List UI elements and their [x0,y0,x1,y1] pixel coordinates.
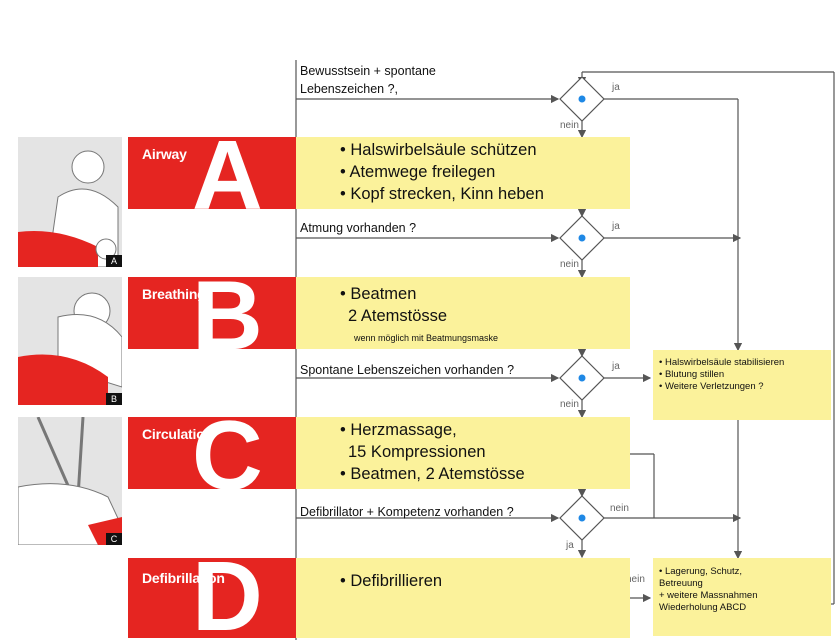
circulation-line: 15 Kompressionen [348,443,486,461]
airway-letter: A [192,137,263,209]
photo-tag: B [106,393,122,405]
defibrillation-letter: D [192,558,263,638]
decision-dot [578,234,586,242]
circulation-box: • Herzmassage, 15 Kompressionen • Beatme… [296,417,630,489]
breathing-letter: B [192,277,263,349]
side-box-line: • Blutung stillen [659,369,725,380]
breathing-line: • Beatmen [340,285,417,303]
defibrillation-band: Defibrillation D [128,558,296,638]
yes-label: ja [612,361,620,372]
breathing-box: • Beatmen 2 Atemstösse wenn möglich mit … [296,277,630,349]
circulation-label: Circulation [142,426,213,442]
airway-line: • Atemwege freilegen [340,163,496,181]
top-question-line1: Bewusstsein + spontane [300,64,436,78]
side-box-line: • Halswirbelsäule stabilisieren [659,357,785,368]
airway-band: Airway A [128,137,296,209]
airway-photo: A [18,137,122,267]
circulation-letter: C [192,417,263,489]
rescuer-illustration-icon [18,292,122,405]
rescuer-illustration-icon [18,417,122,545]
question-defibrillator: Defibrillator + Kompetenz vorhanden ? [300,505,514,519]
defibrillation-box: • Defibrillieren [296,558,630,638]
no-label: nein [626,574,645,585]
circulation-band: Circulation C [128,417,296,489]
airway-line: • Halswirbelsäule schützen [340,141,537,159]
decision-dot [578,374,586,382]
breathing-band: Breathing B [128,277,296,349]
question-spontaneous-signs: Spontane Lebenszeichen vorhanden ? [300,363,515,377]
no-label: nein [560,120,579,131]
decision-dot [578,514,586,522]
photo-tag: C [106,533,122,545]
defibrillation-label: Defibrillation [142,570,225,586]
breathing-photo: B [18,277,122,405]
yes-label: ja [612,82,620,93]
rescuer-illustration-icon [18,150,119,267]
side-box-line: • Lagerung, Schutz, [659,566,743,577]
no-label: nein [560,399,579,410]
no-label: nein [610,503,629,514]
airway-line: • Kopf strecken, Kinn heben [340,185,544,203]
airway-label: Airway [142,146,187,162]
side-box-stabilize: • Halswirbelsäule stabilisieren • Blutun… [653,350,831,420]
top-question-line2: Lebenszeichen ?, [300,82,398,96]
side-box-line: Betreuung [659,578,703,589]
side-box-line: + weitere Massnahmen [659,590,758,601]
question-breathing-present: Atmung vorhanden ? [300,221,417,235]
yes-label: ja [612,221,620,232]
breathing-note: wenn möglich mit Beatmungsmaske [354,333,499,343]
circulation-photo: C [18,417,122,545]
breathing-label: Breathing [142,286,206,302]
circulation-line: • Herzmassage, [340,421,457,439]
circulation-line: • Beatmen, 2 Atemstösse [340,465,525,483]
side-box-line: Wiederholung ABCD [659,602,747,613]
side-box-line: • Weitere Verletzungen ? [659,381,764,392]
no-label: nein [560,259,579,270]
decision-dot [578,95,586,103]
side-box-positioning: • Lagerung, Schutz, Betreuung + weitere … [653,558,831,636]
defibrillation-line: • Defibrillieren [340,572,443,590]
photo-tag: A [106,255,122,267]
airway-box: • Halswirbelsäule schützen • Atemwege fr… [296,137,630,209]
yes-label: ja [566,540,574,551]
breathing-line: 2 Atemstösse [348,307,448,325]
